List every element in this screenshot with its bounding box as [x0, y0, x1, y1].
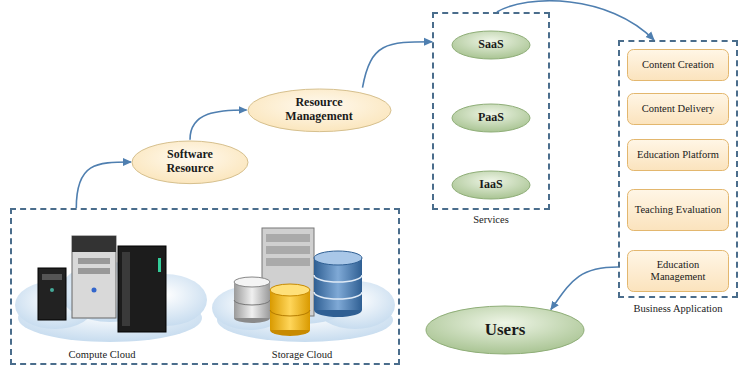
outline — [628, 190, 729, 231]
outline — [452, 104, 530, 132]
outline — [628, 251, 729, 292]
outline — [628, 94, 729, 125]
flow-arrow — [497, 1, 654, 40]
group-box: Business ApplicationContent CreationCont… — [618, 40, 738, 298]
group-box: Compute Cloud Storage Cloud — [10, 208, 400, 365]
database-cylinders — [234, 251, 362, 336]
node-label: IaaS — [479, 178, 502, 192]
node-label: PaaS — [478, 111, 504, 125]
ellipse-node: Resource Management — [247, 88, 392, 133]
node-label: Teaching Evaluation — [635, 204, 721, 216]
flow-arrow — [190, 110, 247, 140]
ellipse-node: Software Resource — [131, 140, 249, 185]
server-towers — [38, 236, 166, 332]
outline — [452, 171, 530, 199]
outline — [452, 31, 530, 59]
ellipse-node: Users — [425, 305, 585, 355]
ellipse-node: PaaS — [451, 103, 531, 133]
node-label: Software Resource — [150, 148, 230, 176]
node-label: Education Management — [633, 259, 723, 283]
outline — [132, 141, 248, 184]
process-box: Education Management — [627, 250, 729, 292]
ellipse-node: IaaS — [451, 170, 531, 200]
process-box: Content Delivery — [627, 93, 729, 125]
group-box: ServicesSaaSPaaSIaaS — [432, 12, 550, 210]
outline — [628, 50, 729, 81]
flow-arrow — [551, 267, 618, 309]
node-label: Content Creation — [642, 59, 714, 71]
outline — [426, 306, 584, 354]
process-box: Content Creation — [627, 49, 729, 81]
node-label: Content Delivery — [642, 103, 715, 115]
process-box: Teaching Evaluation — [627, 189, 729, 231]
node-label: Resource Management — [269, 96, 369, 124]
node-label: SaaS — [478, 38, 503, 52]
node-label: Education Platform — [637, 149, 719, 161]
ellipse-node: SaaS — [451, 30, 531, 60]
node-label: Users — [485, 320, 526, 340]
outline — [628, 140, 729, 171]
flow-arrow — [363, 42, 433, 88]
outline — [248, 89, 391, 132]
group-label: Storage Cloud — [272, 349, 332, 361]
group-label: Business Application — [623, 303, 733, 315]
process-box: Education Platform — [627, 139, 729, 171]
flow-arrow — [76, 162, 131, 208]
group-label: Compute Cloud — [69, 349, 136, 361]
group-label: Services — [436, 214, 546, 226]
